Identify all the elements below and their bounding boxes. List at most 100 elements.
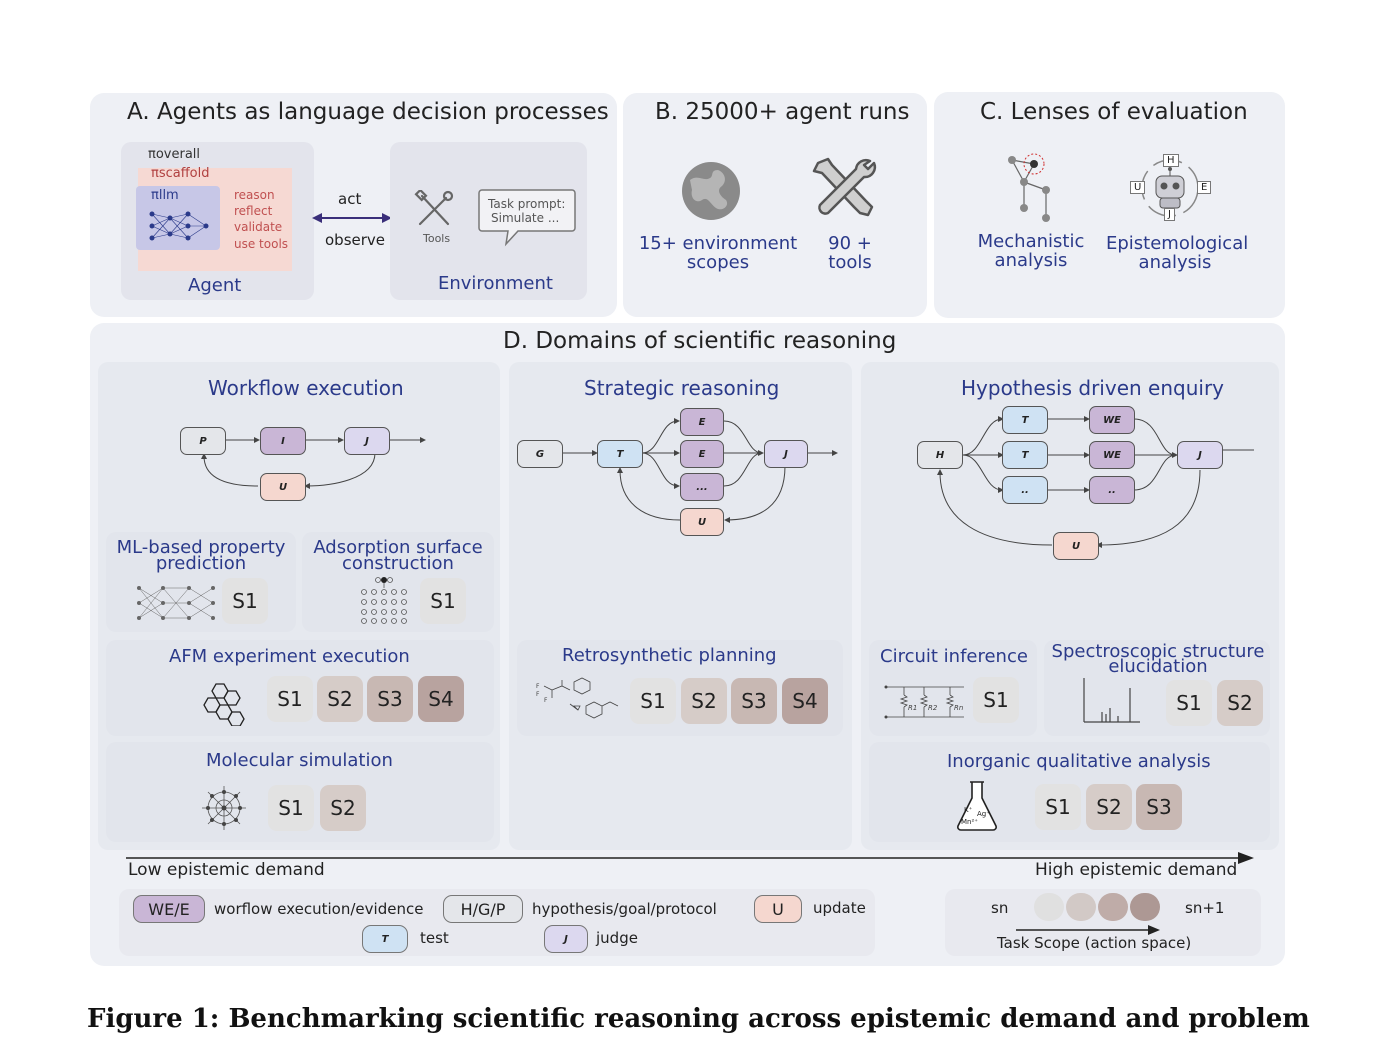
capability-use-tools: use tools [234,237,289,251]
globe-icon [682,162,740,220]
strategic-arrows [562,418,838,523]
circuit-badge-s1: S1 [973,677,1019,723]
ml-badge-s1: S1 [222,578,268,624]
node-dots-left: .. [1002,476,1048,504]
reaction-scheme-icon: F F F [536,677,619,719]
ml-task-label: ML-based property prediction [116,537,286,574]
act-label: act [338,190,362,208]
node-u: U [1053,532,1099,560]
retro-badge-s2: S2 [681,678,727,724]
double-arrow-icon [312,213,392,223]
panel-c [934,92,1285,318]
mechanistic-label: Mechanistic analysis [977,231,1085,271]
panel-b [623,93,927,317]
node-j: J [1177,441,1223,469]
ring-letter-j: J [1164,208,1175,221]
panel-a-title: A. Agents as language decision processes [127,99,609,125]
ion-mn: Mn²⁺ [961,818,978,826]
retro-task-label: Retrosynthetic planning [562,645,777,666]
pi-llm: πllm [151,188,179,203]
hypothesis-arrows [937,416,1254,548]
capability-reflect: reflect [234,204,273,218]
ion-k: K⁺ [964,806,973,814]
wrench-screwdriver-icon [812,157,877,217]
capability-validate: validate [234,220,283,234]
scope-swatch-3 [1098,893,1128,921]
molsim-badge-s2: S2 [320,785,366,831]
legend-hgp-desc: hypothesis/goal/protocol [532,900,717,918]
retro-badge-s3: S3 [731,678,777,724]
node-t-top: T [1002,406,1048,434]
agent-label: Agent [188,275,242,296]
panel-b-title: B. 25000+ agent runs [655,99,910,125]
legend-j-pill: J [544,925,588,953]
node-we-top: WE [1089,406,1135,434]
spectrum-icon [1083,678,1140,723]
adsorption-task-label: Adsorption surface construction [313,537,483,574]
scope-arrow [1016,925,1160,935]
tools-icon [414,190,454,226]
retro-badge-s4: S4 [782,678,828,724]
observe-label: observe [325,231,386,249]
node-t: T [597,440,643,468]
capability-reason: reason [234,188,275,202]
epistemic-axis-arrow [126,852,1254,864]
node-e-top: E [680,408,724,436]
molsim-badge-s1: S1 [268,785,314,831]
hexagon-lattice-icon [203,683,245,726]
node-t-mid: T [1002,441,1048,469]
inorganic-task-label: Inorganic qualitative analysis [947,751,1211,772]
spectro-badge-s1: S1 [1166,680,1212,726]
retro-badge-s1: S1 [630,678,676,724]
ring-letter-h: H [1163,154,1179,167]
node-dots-right: .. [1089,476,1135,504]
spectro-task-label: Spectroscopic structure elucidation [1051,641,1265,677]
hypothesis-title: Hypothesis driven enquiry [961,376,1224,400]
afm-badge-s1: S1 [267,676,313,722]
node-p: P [180,427,226,455]
task-scope-label: Task Scope (action space) [997,934,1192,952]
panel-c-title: C. Lenses of evaluation [980,99,1248,125]
svg-text:F: F [536,691,540,698]
resistor-rn: Rn [954,704,964,712]
node-dots: ... [680,473,724,501]
figure-caption: Figure 1: Benchmarking scientific reason… [87,1004,1310,1034]
svg-text:F: F [544,697,548,704]
legend-t-desc: test [420,929,449,947]
node-u: U [260,473,306,501]
workflow-arrows [201,437,426,489]
inorganic-badge-s1: S1 [1035,784,1081,830]
neural-net-icon [149,211,209,241]
strategic-title: Strategic reasoning [584,376,780,400]
circuit-icon [884,685,964,719]
resistor-r2: R2 [928,704,938,712]
node-e-mid: E [680,440,724,468]
epistemological-label: Epistemological analysis [1106,233,1249,273]
lattice-icon [361,577,407,624]
sn1-label: sn+1 [1185,899,1225,917]
low-demand-label: Low epistemic demand [128,860,325,880]
node-g: G [517,440,563,468]
legend-we-e-pill: WE/E [133,895,205,923]
mechanistic-graph-icon [1008,153,1050,222]
ring-letter-u: U [1130,181,1146,194]
scope-swatch-1 [1034,893,1064,921]
ring-letter-e: E [1197,181,1212,194]
pi-overall: πoverall [148,147,201,162]
node-j: J [344,427,390,455]
environment-label: Environment [438,273,553,294]
legend-j-desc: judge [596,929,638,947]
adsorption-badge-s1: S1 [420,578,466,624]
afm-badge-s3: S3 [367,676,413,722]
tools-label: Tools [423,232,451,245]
tools-count-label: 90 + tools [828,233,872,273]
node-j: J [764,440,808,468]
task-prompt: Task prompt: [488,197,566,211]
inorganic-badge-s3: S3 [1136,784,1182,830]
scope-swatch-4 [1130,893,1160,921]
afm-badge-s2: S2 [317,676,363,722]
node-u: U [680,508,724,536]
high-demand-label: High epistemic demand [1035,860,1238,880]
node-we-mid: WE [1089,441,1135,469]
simulate-text: Simulate ... [491,211,560,225]
